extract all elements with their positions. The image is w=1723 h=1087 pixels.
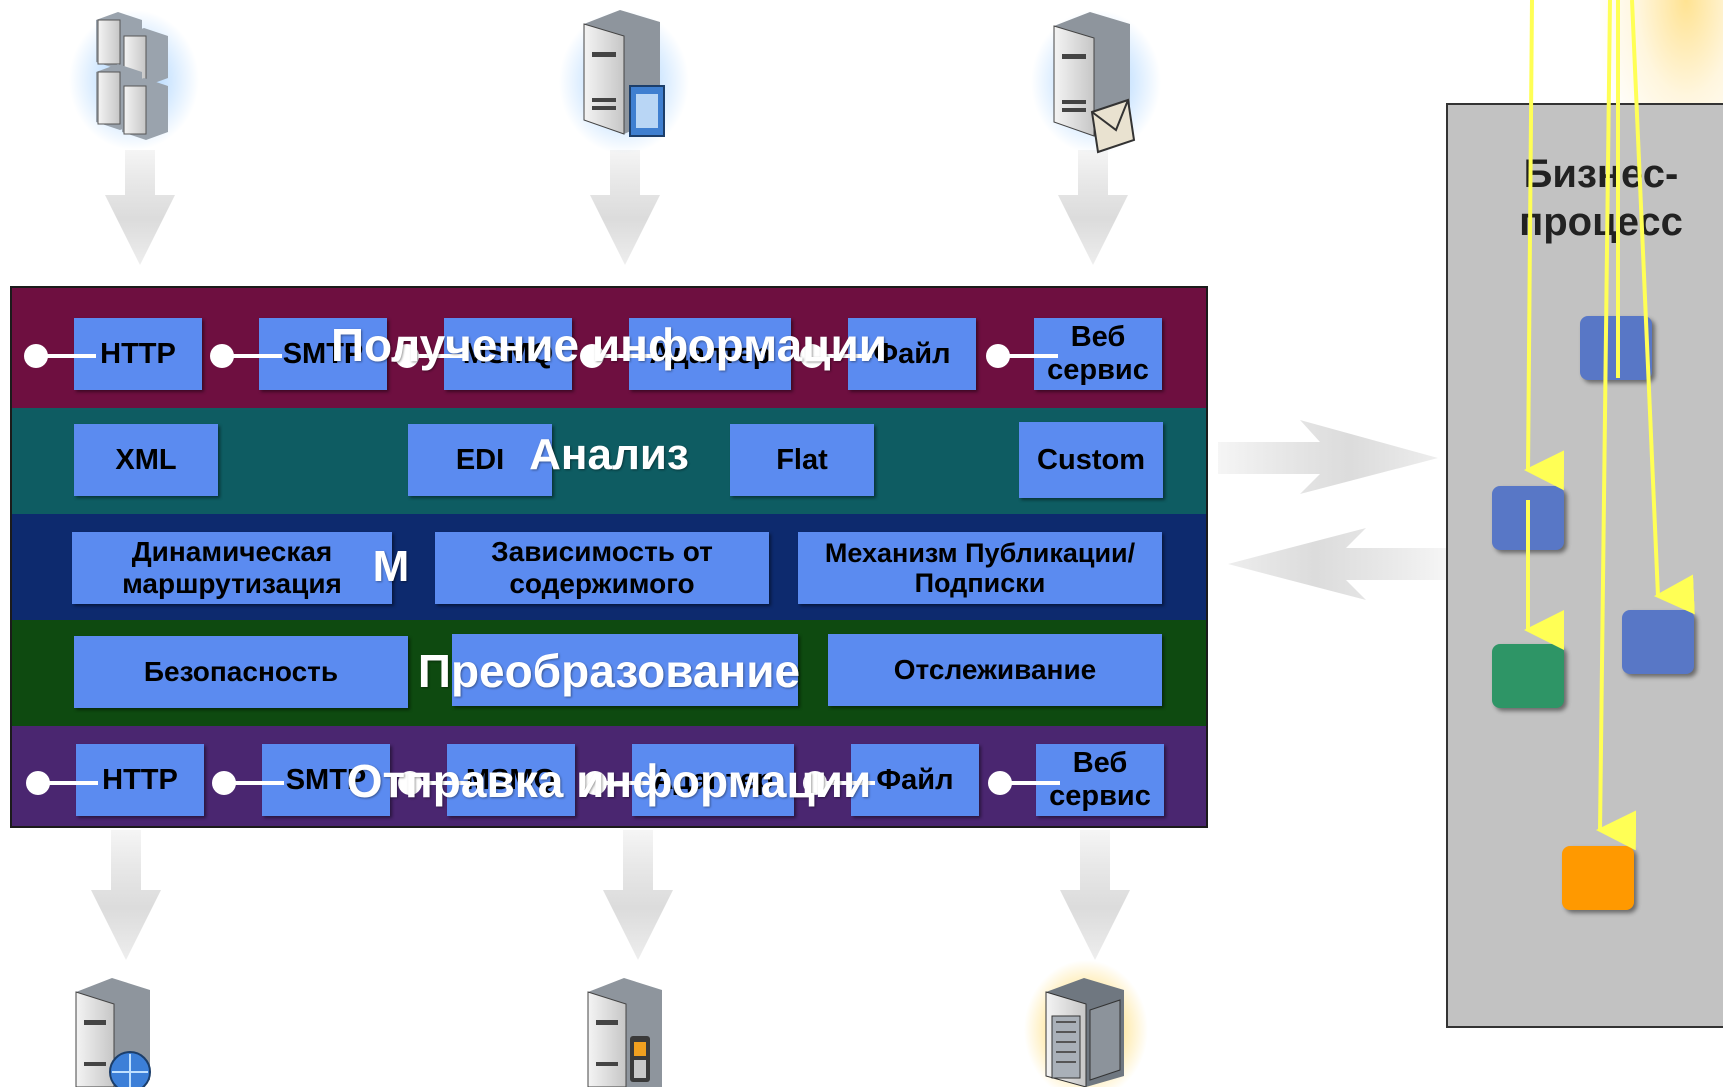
format-flat: Flat — [730, 424, 874, 496]
server-mail-icon — [1031, 10, 1161, 154]
transform-band: Безопасность Отслеживание Преобразование — [12, 620, 1206, 726]
server-mobile-icon — [587, 978, 662, 1087]
right-arrow-icon — [1218, 420, 1438, 494]
analyze-band-title: Анализ — [529, 430, 689, 479]
process-step-4 — [1622, 610, 1694, 674]
mainframe-icon — [1024, 960, 1148, 1087]
send-band: Отправка информации HTTP SMTP MSMQ Адапт… — [12, 726, 1206, 826]
send-adapter-msmq: MSMQ — [447, 744, 575, 816]
message-bus: Получение информации HTTP SMTP MSMQ Адап… — [10, 286, 1208, 828]
send-adapter-smtp: SMTP — [262, 744, 390, 816]
server-document-icon — [559, 10, 689, 154]
routing-dynamic: Динамическая маршрутизация — [72, 532, 392, 604]
receive-adapter-generic: Адаптер — [629, 318, 791, 390]
send-adapter-webservice: Веб сервис — [1036, 744, 1164, 816]
business-process-title: Бизнес-процесс — [1519, 152, 1683, 244]
transform-middle-box — [452, 634, 798, 706]
process-flow-lines — [1524, 0, 1695, 851]
transform-security: Безопасность — [74, 636, 408, 708]
process-step-3 — [1492, 644, 1564, 708]
send-band-title: Отправка информации — [346, 755, 872, 807]
server-web-icon — [75, 978, 151, 1087]
process-step-5 — [1562, 846, 1634, 910]
left-arrow-icon — [1228, 528, 1446, 600]
send-adapter-generic: Адаптер — [632, 744, 794, 816]
routing-content-based: Зависимость от содержимого — [435, 532, 769, 604]
send-adapter-http: HTTP — [76, 744, 204, 816]
transform-tracking: Отслеживание — [828, 634, 1162, 706]
transform-band-title: Преобразование — [417, 645, 801, 697]
routing-band-title: М — [372, 542, 410, 591]
down-arrow-icon — [91, 830, 1130, 960]
routing-band: М Динамическая маршрутизация Зависимость… — [12, 514, 1206, 620]
analyze-band: XML EDI Flat Custom Анализ — [12, 408, 1206, 514]
format-xml: XML — [74, 424, 218, 496]
receive-band: Получение информации HTTP SMTP MSMQ Адап… — [12, 288, 1206, 408]
routing-pubsub: Механизм Публикации/Подписки — [798, 532, 1162, 604]
receive-band-title: Получение информации — [330, 319, 888, 371]
send-adapter-file: Файл — [851, 744, 979, 816]
server-cluster-icon — [69, 10, 199, 150]
down-arrow-icon — [105, 150, 1128, 265]
format-edi: EDI — [408, 424, 552, 496]
format-custom: Custom — [1019, 422, 1163, 498]
